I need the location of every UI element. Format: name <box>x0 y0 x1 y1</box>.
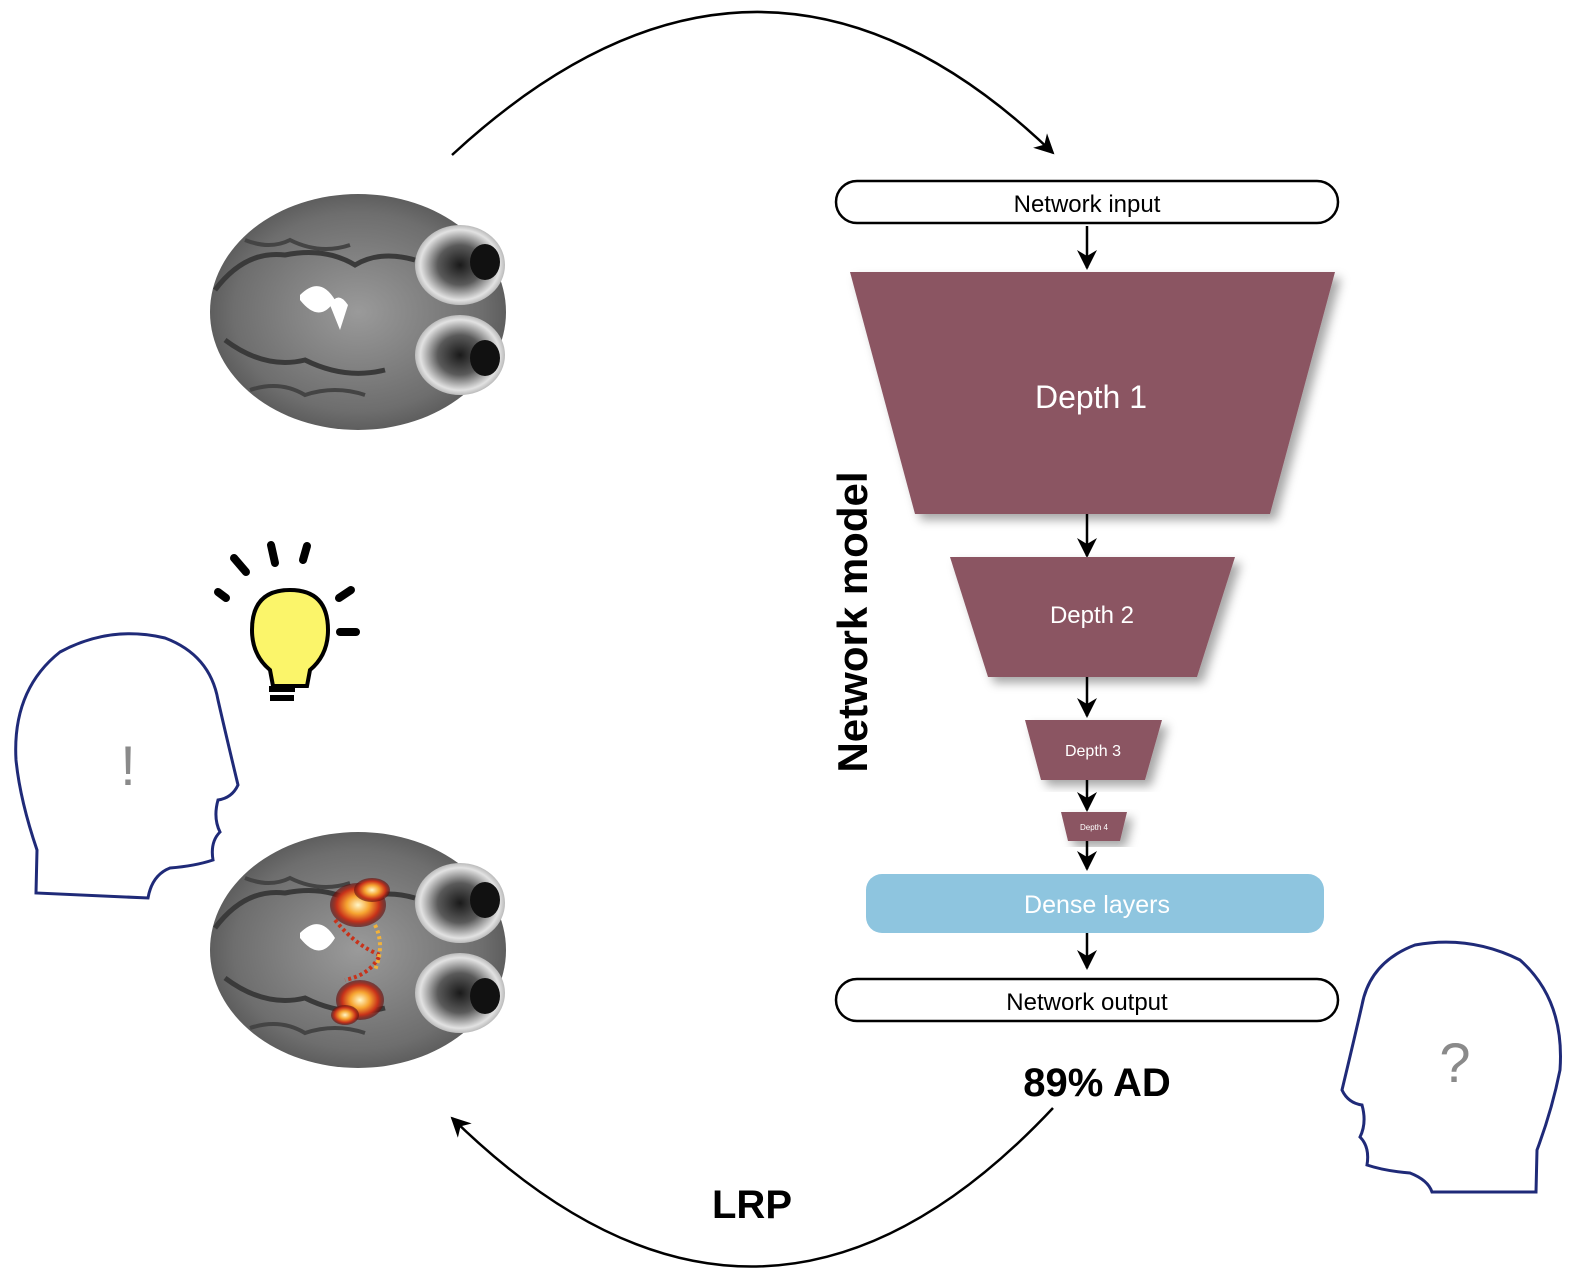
head-outline-icon: ! <box>14 632 240 900</box>
depth-4-layer: Depth 4 <box>1061 812 1127 841</box>
network-output-label: Network output <box>1006 989 1168 1016</box>
lightbulb-icon <box>214 541 360 701</box>
depth-1-label: Depth 1 <box>1035 379 1147 415</box>
head-outline-icon: ? <box>1340 940 1562 1194</box>
insight-symbol: ! <box>120 734 136 797</box>
lrp-arrow <box>450 1107 1054 1268</box>
depth-4-label: Depth 4 <box>1080 823 1109 832</box>
brain-heatmap-icon <box>210 832 506 1068</box>
depth-1-layer: Depth 1 <box>850 272 1335 514</box>
brain-mri-icon <box>210 194 506 430</box>
network-model-label: Network model <box>829 471 876 772</box>
depth-3-layer: Depth 3 <box>1025 720 1162 780</box>
depth-2-layer: Depth 2 <box>950 557 1235 677</box>
network-output-box: Network output <box>834 977 1340 1023</box>
depth-2-label: Depth 2 <box>1050 602 1134 629</box>
forward-arrow <box>451 10 1055 156</box>
prediction-label: 89% AD <box>1023 1061 1170 1105</box>
question-symbol: ? <box>1439 1031 1470 1094</box>
network-input-label: Network input <box>1014 191 1161 218</box>
dense-layers-box: Dense layers <box>866 874 1324 933</box>
lrp-label: LRP <box>712 1183 792 1227</box>
depth-3-label: Depth 3 <box>1065 743 1121 760</box>
network-input-box: Network input <box>834 179 1340 225</box>
dense-layers-label: Dense layers <box>1024 891 1170 919</box>
